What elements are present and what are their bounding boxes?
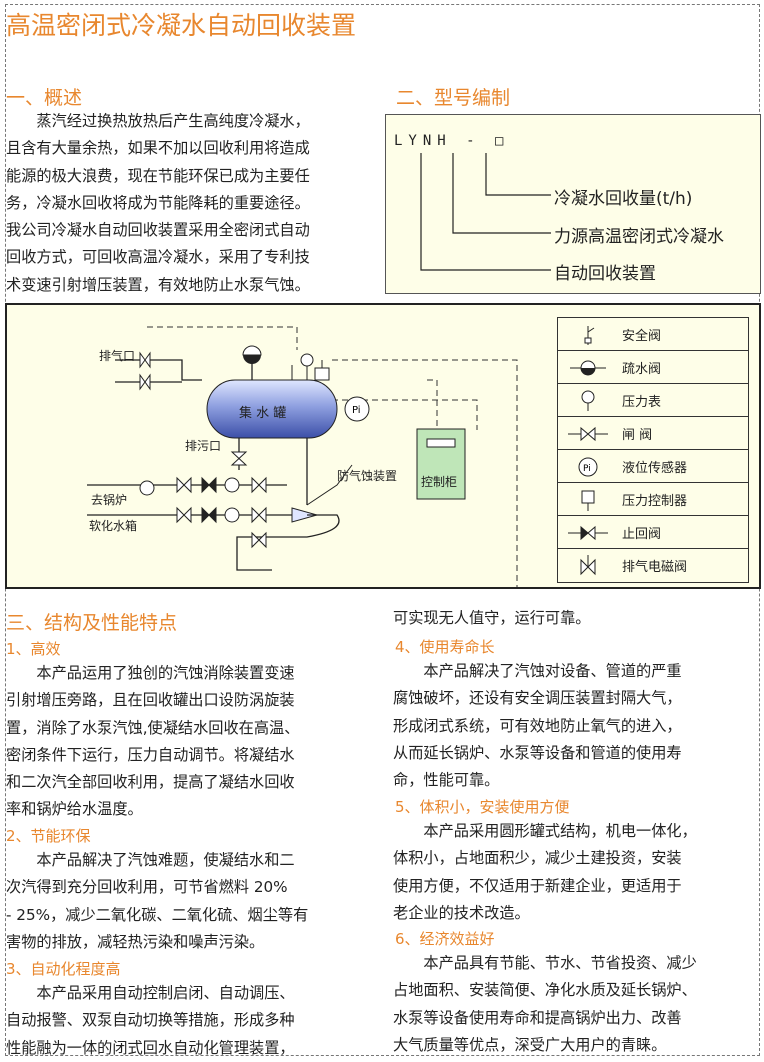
- feature-line: 和二次汽全部回收利用，提高了凝结水回收: [6, 773, 295, 792]
- feature-heading-efficiency: 1、高效: [6, 640, 61, 658]
- legend-label: 液位传感器: [622, 461, 688, 476]
- feature-line: 本产品解决了汽蚀对设备、管道的严重: [393, 662, 682, 680]
- legend-label: 压力表: [622, 395, 662, 410]
- label-vent: 排气口: [99, 349, 136, 363]
- overview-heading: 一、概述: [6, 87, 83, 109]
- legend-label: 疏水阀: [622, 362, 662, 377]
- feature-line: 性能融为一体的闭式回水自动化管理装置，: [6, 1038, 295, 1057]
- feature-text-compact: 本产品采用圆形罐式结构，机电一体化， 体积小，占地面积少，减少土建投资，安装 使…: [393, 818, 761, 927]
- model-label-series: 力源高温密闭式冷凝水: [554, 227, 724, 247]
- feature-line: 本产品运用了独创的汽蚀消除装置变速: [6, 664, 295, 682]
- feature-text-automation-continued: 可实现无人值守，运行可靠。: [393, 605, 761, 632]
- feature-line: 腐蚀破坏，还设有安全调压装置封隔大气，: [393, 689, 682, 708]
- feature-text-economy: 本产品具有节能、节水、节省投资、减少 占地面积、安装简便、净化水质及延长锅炉、 …: [393, 950, 761, 1059]
- feature-line: 体积小，占地面积少，减少土建投资，安装: [393, 849, 682, 868]
- model-heading: 二、型号编制: [396, 87, 511, 109]
- feature-line: 从而延长锅炉、水泵等设备和管道的使用寿: [393, 743, 682, 762]
- feature-line: 命，性能可靠。: [393, 771, 500, 790]
- legend-item: Pi 液位传感器: [558, 450, 748, 483]
- overview-line: 我公司冷凝水自动回收装置采用全密闭式自动: [6, 221, 310, 240]
- safety-valve-icon: [584, 326, 595, 345]
- model-bracket-lines: [420, 153, 551, 271]
- legend-label: 安全阀: [622, 329, 662, 344]
- label-soft-water-tank: 软化水箱: [89, 519, 138, 533]
- overview-line: 能源的极大浪费，现在节能环保已成为主要任: [6, 166, 310, 185]
- page-title: 高温密闭式冷凝水自动回收装置: [6, 11, 357, 40]
- feature-line: - 25%，减少二氧化碳、二氧化硫、烟尘等有: [6, 905, 309, 924]
- label-to-boiler: 去锅炉: [91, 493, 128, 507]
- legend-item: 止回阀: [558, 516, 748, 549]
- feature-line: 引射增压旁路，且在回收罐出口设防涡旋装: [6, 691, 295, 710]
- steam-trap-icon: [570, 360, 606, 376]
- feature-text-eco: 本产品解决了汽蚀难题，使凝结水和二 次汽得到充分回收利用，可节省燃料 20% -…: [6, 847, 380, 956]
- svg-text:Pi: Pi: [583, 464, 591, 474]
- system-diagram-drawing: Pi: [87, 326, 518, 587]
- feature-line: 置，消除了水泵汽蚀,使凝结水回收在高温、: [6, 718, 300, 737]
- legend-item: 安全阀: [558, 318, 748, 351]
- level-sensor-icon: Pi: [578, 457, 598, 477]
- feature-text-efficiency: 本产品运用了独创的汽蚀消除装置变速 引射增压旁路，且在回收罐出口设防涡旋装 置，…: [6, 660, 380, 824]
- legend-label: 止回阀: [622, 527, 662, 542]
- legend-item: 压力控制器: [558, 483, 748, 516]
- feature-heading-compact: 5、体积小，安装使用方便: [395, 798, 570, 816]
- legend-item: 闸 阀: [558, 417, 748, 450]
- feature-line: 大气质量等优点，深受广大用户的青睐。: [393, 1035, 667, 1054]
- legend-label: 压力控制器: [622, 494, 688, 509]
- feature-line: 老企业的技术改造。: [393, 903, 530, 922]
- model-label-capacity: 冷凝水回收量(t/h): [554, 189, 693, 209]
- pressure-gauge-icon: [581, 390, 595, 411]
- features-heading: 三、结构及性能特点: [6, 612, 178, 634]
- vent-solenoid-valve-icon: [580, 555, 596, 576]
- model-box: LYNH - □ 冷凝水回收量(t/h) 力源高温密闭式冷凝水 自动回收装置: [385, 114, 761, 294]
- feature-line: 本产品解决了汽蚀难题，使凝结水和二: [6, 851, 295, 869]
- overview-line: 回收方式，可回收高温冷凝水，采用了专利技: [6, 248, 310, 267]
- feature-text-lifespan: 本产品解决了汽蚀对设备、管道的严重 腐蚀破坏，还设有安全调压装置封隔大气， 形成…: [393, 658, 761, 794]
- pressure-controller-icon: [581, 490, 595, 511]
- overview-line: 术变速引射增压装置，有效地防止水泵气蚀。: [6, 275, 310, 294]
- model-code: LYNH - □: [394, 133, 510, 149]
- feature-heading-lifespan: 4、使用寿命长: [395, 638, 495, 656]
- feature-line: 本产品具有节能、节水、节省投资、减少: [393, 954, 697, 972]
- feature-line: 使用方便，不仅适用于新建企业，更适用于: [393, 876, 682, 895]
- system-diagram: Pi 排气口 集 水 罐 排污口 去锅炉 软化水箱 防气蚀装置 控制柜 安全阀: [5, 303, 761, 589]
- overview-text: 蒸汽经过换热放热后产生高纯度冷凝水， 且含有大量余热，如果不加以回收利用将造成 …: [6, 108, 382, 299]
- feature-line: 本产品采用圆形罐式结构，机电一体化，: [393, 822, 697, 840]
- feature-line: 占地面积、安装简便、净化水质及延长锅炉、: [393, 981, 697, 1000]
- feature-heading-economy: 6、经济效益好: [395, 930, 495, 948]
- svg-text:Pi: Pi: [352, 405, 361, 416]
- feature-text-automation: 本产品采用自动控制启闭、自动调压、 自动报警、双泵自动切换等措施，形成多种 性能…: [6, 980, 380, 1062]
- label-control-cabinet: 控制柜: [421, 475, 458, 489]
- feature-line: 害物的排放，减轻热污染和噪声污染。: [6, 932, 265, 951]
- legend-item: 排气电磁阀: [558, 549, 748, 582]
- feature-line: 本产品采用自动控制启闭、自动调压、: [6, 984, 295, 1002]
- legend-label: 闸 阀: [622, 428, 653, 443]
- feature-line: 自动报警、双泵自动切换等措施，形成多种: [6, 1011, 295, 1030]
- feature-heading-eco: 2、节能环保: [6, 827, 91, 845]
- overview-line: 且含有大量余热，如果不加以回收利用将造成: [6, 139, 310, 158]
- feature-heading-automation: 3、自动化程度高: [6, 960, 121, 978]
- legend-label: 排气电磁阀: [622, 560, 688, 575]
- legend-item: 压力表: [558, 384, 748, 417]
- feature-line: 率和锅炉给水温度。: [6, 800, 143, 819]
- feature-line: 密闭条件下运行，压力自动调节。将凝结水: [6, 745, 295, 764]
- feature-line: 形成闭式系统，可有效地防止氧气的进入，: [393, 716, 682, 735]
- label-tank: 集 水 罐: [239, 406, 287, 421]
- overview-line: 蒸汽经过换热放热后产生高纯度冷凝水，: [6, 112, 310, 130]
- feature-line: 次汽得到充分回收利用，可节省燃料 20%: [6, 878, 288, 897]
- overview-line: 务，冷凝水回收将成为节能降耗的重要途径。: [6, 193, 310, 212]
- feature-line: 可实现无人值守，运行可靠。: [393, 609, 591, 627]
- gate-valve-icon: [568, 426, 608, 442]
- check-valve-icon: [568, 525, 608, 541]
- feature-line: 水泵等设备使用寿命和提高锅炉出力、改善: [393, 1008, 682, 1027]
- legend: 安全阀 疏水阀 压力表 闸 阀 Pi 液位传感器 压力控制器 止回阀 排气电磁阀: [557, 317, 749, 583]
- legend-item: 疏水阀: [558, 351, 748, 384]
- label-anti-cavitation: 防气蚀装置: [337, 469, 398, 483]
- model-label-device: 自动回收装置: [554, 264, 656, 284]
- label-drain: 排污口: [185, 439, 222, 453]
